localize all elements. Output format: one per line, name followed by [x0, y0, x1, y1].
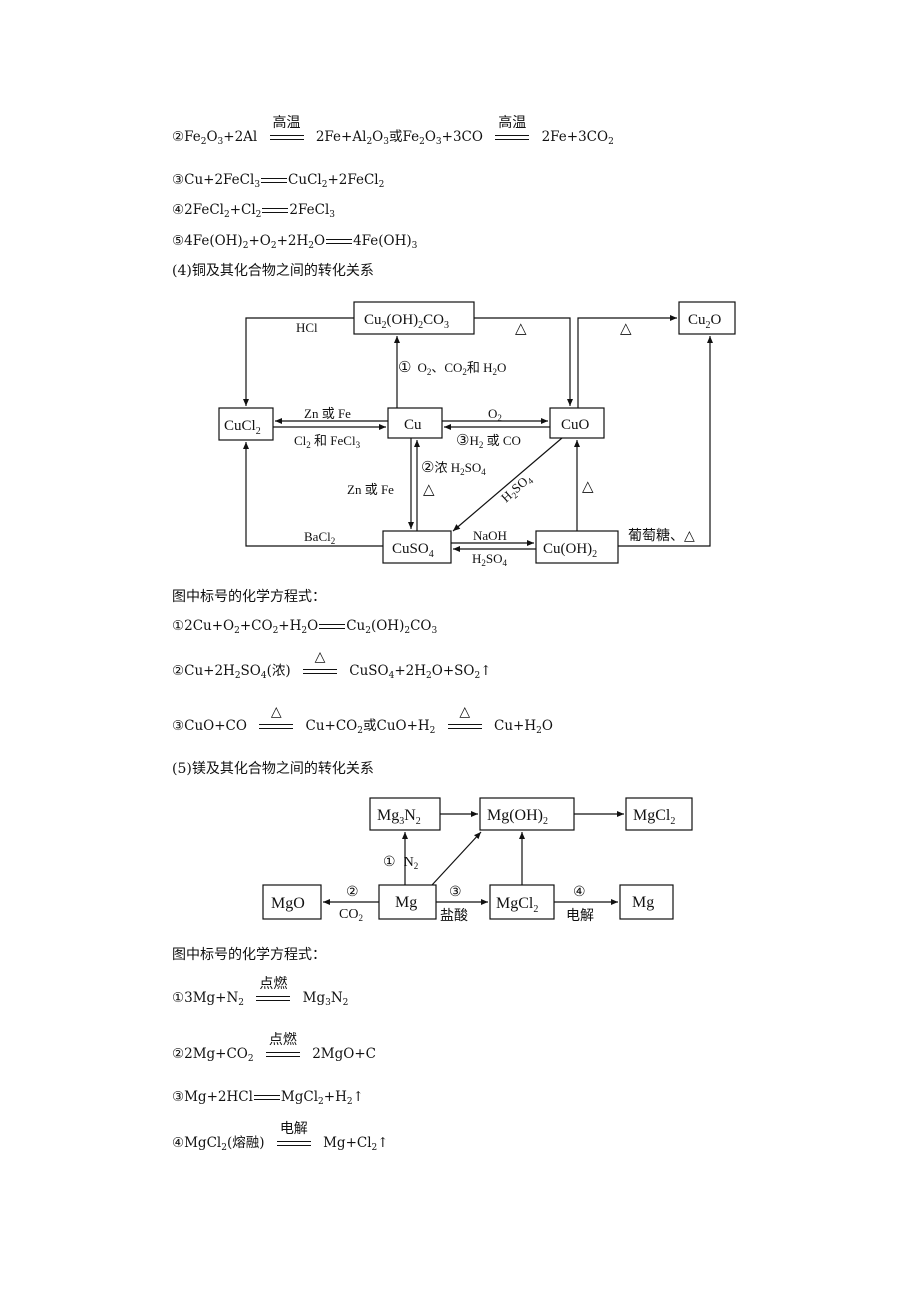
arrow-heat-cu2o [577, 315, 677, 408]
label-electrolysis-num: ④ [573, 885, 586, 900]
copper-conversion-diagram: Cu2(OH)2CO3 Cu2O CuCl2 Cu CuO CuSO4 Cu(O… [218, 301, 736, 568]
arrow-heat-cuo [474, 317, 573, 406]
condition-mark: 高温 [268, 115, 306, 145]
box-mgcl2-top [625, 797, 693, 831]
label-delta-1: △ [515, 321, 527, 337]
equation-mg-2: ②2Mg+CO2 点燃 2MgO+C [172, 1031, 376, 1064]
label-mg-right: Mg [632, 894, 654, 911]
label-hcl: HCl [296, 320, 318, 335]
condition-mark: 点燃 [254, 976, 292, 1006]
box-cucl2 [218, 407, 274, 441]
label-co2: CO2 [339, 907, 363, 923]
label-hcl-num: ③ [449, 885, 462, 900]
equation-cu-3: ③CuO+CO △ Cu+CO2或CuO+H2 △ Cu+H2O [172, 703, 553, 736]
label-zn-fe-2: Zn 或 Fe [347, 482, 394, 497]
label-cu2o: Cu2O [688, 312, 722, 331]
label-hcl: 盐酸 [440, 908, 468, 924]
equation-mg-4: ④MgCl2(熔融) 电解 Mg+Cl2↑ [172, 1120, 389, 1153]
arrow-hcl [243, 317, 354, 406]
label-mg3n2: Mg3N2 [377, 807, 421, 827]
caption-copper: 图中标号的化学方程式： [172, 589, 326, 605]
label-mgcl2-top: MgCl2 [633, 807, 675, 827]
condition-mark: 点燃 [264, 1032, 302, 1062]
caption-magnesium: 图中标号的化学方程式： [172, 947, 326, 963]
label-cu: Cu [404, 417, 422, 433]
box-cu2o [678, 301, 736, 335]
label-cuo: CuO [561, 417, 590, 433]
equation-cu-2: ②Cu+2H2SO4(浓) △ CuSO4+2H2O+SO2↑ [172, 648, 492, 681]
label-o2: O2 [488, 406, 502, 423]
label-bacl2: BaCl2 [304, 529, 335, 546]
box-mgo [262, 884, 322, 920]
label-co2-num: ② [346, 885, 359, 900]
equation-mg-1: ①3Mg+N2 点燃 Mg3N2 [172, 975, 349, 1008]
condition-mark: △ [257, 704, 295, 734]
label-mgo: MgO [271, 895, 305, 912]
label-delta-4: △ [582, 479, 594, 495]
label-h2so4-diagonal: H2SO4 [498, 470, 536, 506]
label-mgcl2: MgCl2 [496, 895, 538, 915]
label-cu2oh2co3: Cu2(OH)2CO3 [364, 312, 449, 331]
label-electrolysis: 电解 [566, 908, 594, 924]
label-conc-h2so4: ②浓 H2SO4 [421, 460, 486, 477]
label-zn-fe: Zn 或 Fe [304, 406, 351, 421]
label-mgoh2: Mg(OH)2 [487, 807, 548, 827]
label-cucl2: CuCl2 [224, 418, 261, 437]
label-cuso4: CuSO4 [392, 541, 434, 560]
label-cuoh2: Cu(OH)2 [543, 541, 597, 560]
heading-copper: (4)铜及其化合物之间的转化关系 [172, 263, 374, 279]
arrow-bacl2 [243, 442, 383, 547]
label-delta-2: △ [620, 321, 632, 337]
condition-mark: 电解 [275, 1121, 313, 1151]
condition-mark: △ [446, 704, 484, 734]
label-glucose: 葡萄糖、△ [628, 528, 695, 544]
box-cuo [549, 407, 605, 439]
arrow-cuo-cuso4 [452, 437, 563, 532]
equation-fe-2: ②Fe2O3+2Al 高温 2Fe+Al2O3或Fe2O3+3CO 高温 2Fe… [172, 114, 614, 147]
box-cu [387, 407, 443, 439]
label-mg: Mg [395, 894, 417, 911]
label-naoh: NaOH [473, 528, 507, 543]
condition-mark: 高温 [493, 115, 531, 145]
label-h2-co: ③H2 或 CO [456, 433, 521, 450]
label-delta-3: △ [423, 482, 435, 498]
label-cl2-fecl3: Cl2 和 FeCl3 [294, 433, 361, 450]
arrow-mg-mgoh2 [431, 831, 482, 886]
arrow-glucose [618, 336, 713, 547]
heading-magnesium: (5)镁及其化合物之间的转化关系 [172, 761, 374, 777]
condition-mark: △ [301, 649, 339, 679]
box-mg-right [619, 884, 674, 920]
label-h2so4: H2SO4 [472, 551, 508, 568]
